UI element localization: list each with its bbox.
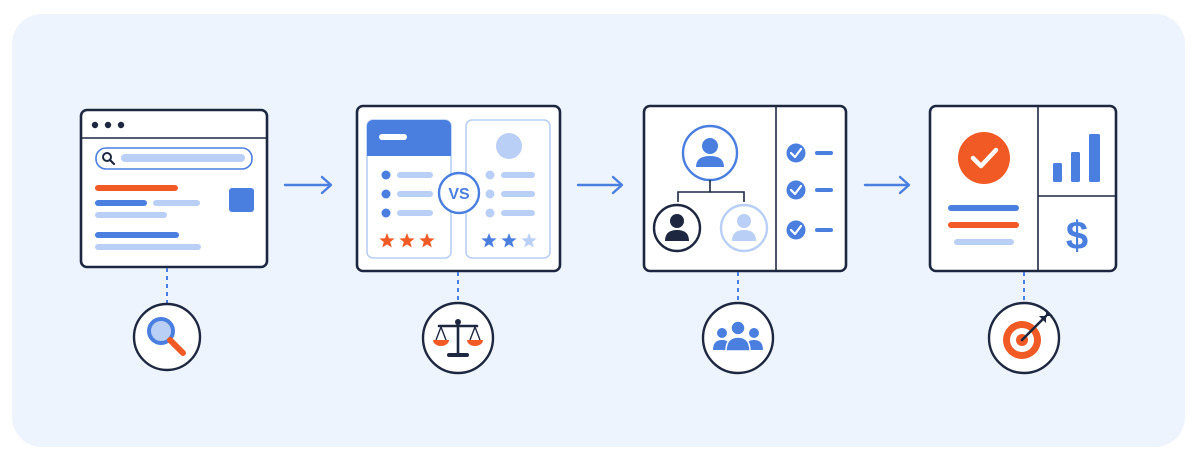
step-compare: VS [355,104,562,375]
summary-line [954,239,1014,245]
target-arrow-icon [987,301,1061,375]
comparison-card-right [465,119,551,259]
star-icon [501,233,517,248]
window-dot [91,121,99,129]
star-icon [419,233,435,248]
star-icon [379,233,395,248]
star-empty-icon [521,233,537,248]
dollar-icon: $ [1066,214,1088,258]
people-group-icon [701,301,775,375]
product-comparison-screen: VS [355,104,562,273]
vs-badge: VS [437,171,481,215]
checkmark-badge-icon [958,132,1010,184]
step-decision: $ [928,104,1118,375]
check-icon [786,180,833,200]
summary-line [948,222,1019,228]
result-thumbnail [229,188,254,212]
magnifier-icon [132,302,202,372]
step-team [642,104,848,375]
search-icon [102,152,116,166]
search-results-screen [79,108,269,269]
comparison-card-left [366,119,452,259]
rating-stars-left [379,233,435,248]
search-bar [95,147,253,170]
result-line [95,212,167,218]
team-hierarchy-screen [642,104,848,273]
window-dot [104,121,112,129]
window-dot [117,121,125,129]
arrow-right-icon [283,175,333,195]
check-icon [786,143,833,163]
user-avatar-icon [719,203,769,253]
decision-dashboard-screen: $ [928,104,1118,273]
rating-stars-right [481,233,537,248]
vs-label: VS [448,186,470,203]
bar-chart-icon [1053,134,1100,182]
arrow-right-icon [863,175,911,195]
result-line [95,200,147,206]
arrow-right-icon [576,175,624,195]
result-line [153,200,200,206]
star-icon [481,233,497,248]
summary-line [948,205,1019,211]
balance-scale-icon [421,301,495,375]
user-avatar-icon [681,124,739,182]
result-line [95,244,201,250]
check-icon [786,220,833,240]
result-line [95,232,179,238]
background-panel [12,14,1185,447]
step-search [79,108,269,372]
user-avatar-icon [652,203,702,253]
result-title-line [95,185,178,191]
star-icon [399,233,415,248]
